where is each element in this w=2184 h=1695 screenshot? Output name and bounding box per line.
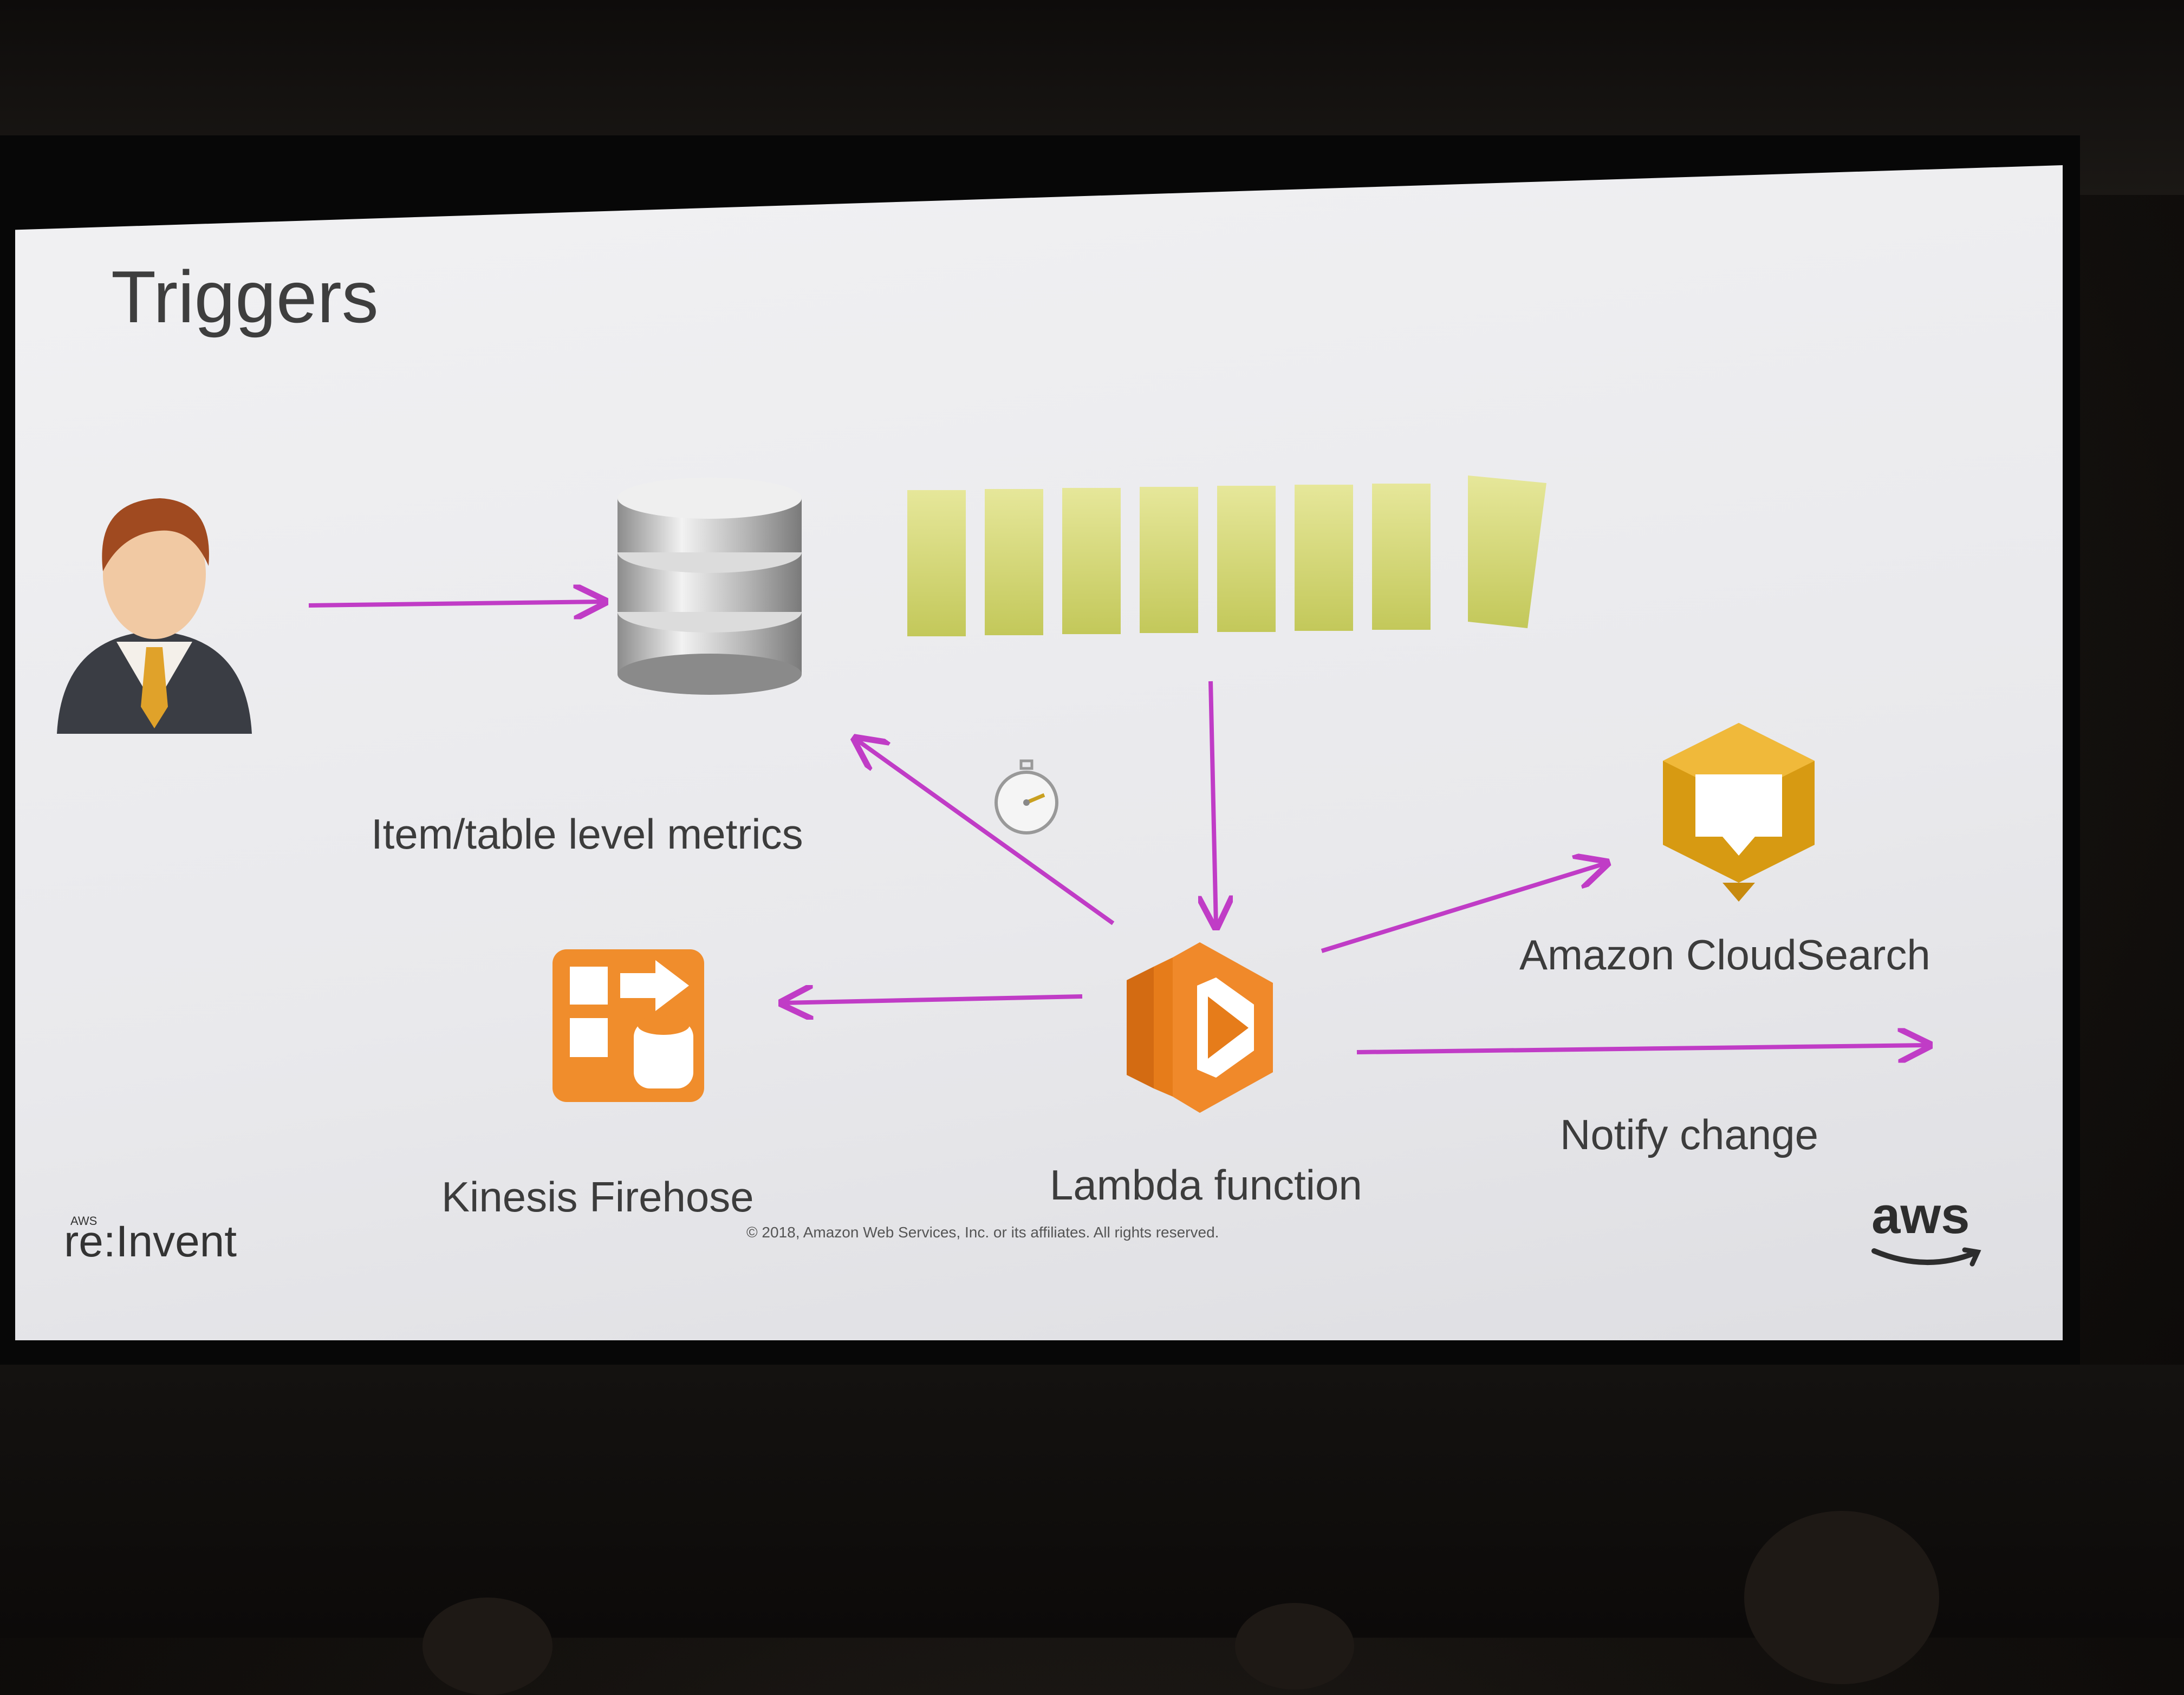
flow-arrows bbox=[308, 0, 2184, 1638]
arrow-lambda-to-notify bbox=[1356, 1045, 1928, 1052]
aws-logo-text: aws bbox=[1871, 1186, 1970, 1244]
notify-change-label: Notify change bbox=[1560, 1111, 1818, 1158]
audience-head bbox=[422, 1598, 552, 1695]
reinvent-logo-text: re:Invent bbox=[64, 1217, 237, 1266]
cloudsearch-icon bbox=[1663, 723, 1815, 902]
stopwatch-icon bbox=[994, 759, 1058, 835]
audience-head bbox=[1235, 1603, 1354, 1690]
aws-logo: aws bbox=[1871, 1186, 1985, 1275]
slide-title: Triggers bbox=[111, 256, 379, 338]
reinvent-logo: AWS re:Invent bbox=[64, 1212, 237, 1267]
arrow-stream-to-lambda bbox=[1211, 681, 1216, 926]
copyright-notice: © 2018, Amazon Web Services, Inc. or its… bbox=[746, 1224, 1219, 1241]
arrow-lambda-to-firehose bbox=[783, 996, 1083, 1003]
aws-smile-icon bbox=[1871, 1247, 1981, 1267]
arrow-lambda-to-metrics bbox=[856, 739, 1115, 925]
kinesis-firehose-icon bbox=[552, 949, 704, 1102]
arrow-lambda-to-cloudsearch bbox=[1321, 863, 1606, 953]
lambda-icon bbox=[1127, 942, 1273, 1113]
metrics-label: Item/table level metrics bbox=[371, 810, 803, 858]
cloudsearch-label: Amazon CloudSearch bbox=[1519, 931, 1930, 979]
kinesis-firehose-label: Kinesis Firehose bbox=[441, 1173, 754, 1221]
reinvent-logo-aws-text: AWS bbox=[70, 1214, 98, 1228]
audience-head bbox=[1744, 1511, 1939, 1684]
database-icon bbox=[618, 478, 802, 695]
lambda-function-label: Lambda function bbox=[1050, 1161, 1362, 1209]
arrow-user-to-database bbox=[308, 602, 604, 605]
user-icon bbox=[57, 498, 252, 734]
stream-shards-icon bbox=[907, 475, 1546, 636]
